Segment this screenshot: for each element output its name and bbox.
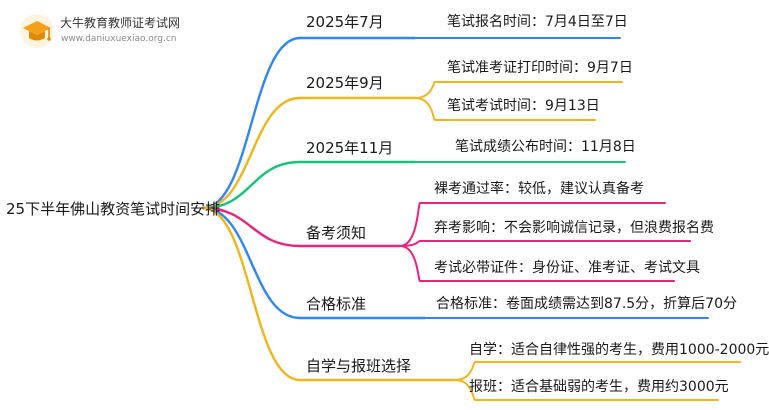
branch-label-2025-11: 2025年11月 [306, 139, 394, 157]
leaf-connector [454, 379, 719, 401]
graduation-cap-logo-icon [20, 14, 54, 48]
leaf-admission-print-time: 笔试准考证打印时间：9月7日 [447, 60, 633, 76]
branch-curve [201, 96, 302, 210]
leaf-absence-impact: 弃考影响：不会影响诚信记录，但浪费报名费 [434, 220, 714, 236]
branch-curve [201, 160, 302, 210]
branch-label-2025-09: 2025年9月 [306, 74, 384, 92]
watermark-site-url: www.daniuxuexiao.org.cn [61, 34, 177, 44]
mindmap-canvas: 大牛教育教师证考试网 www.daniuxuexiao.org.cn 25下半年… [6, 13, 769, 401]
root-topic: 25下半年佛山教资笔试时间安排 [6, 200, 221, 218]
branch-curve [201, 206, 302, 248]
leaf-pass-score: 合格标准：卷面成绩需达到87.5分，折算后70分 [436, 296, 737, 312]
leaf-pass-rate: 裸考通过率：较低，建议认真备考 [434, 181, 644, 197]
leaf-self-study: 自学：适合自律性强的考生，费用1000-2000元 [469, 342, 769, 358]
branch-label-pass-standard: 合格标准 [306, 295, 367, 313]
leaf-connector [399, 245, 675, 282]
branch-curve [201, 206, 302, 320]
leaf-connector [399, 202, 666, 247]
leaf-score-release-time: 笔试成绩公布时间：11月8日 [455, 139, 636, 155]
leaf-connector [414, 81, 623, 99]
watermark-site-name: 大牛教育教师证考试网 [60, 16, 181, 30]
branch-label-exam-tips: 备考须知 [306, 224, 367, 242]
branch-label-study-choice: 自学与报班选择 [306, 357, 412, 375]
leaf-training-class: 报班：适合基础弱的考生，费用约3000元 [469, 379, 729, 395]
leaf-required-documents: 考试必带证件：身份证、准考证、考试文具 [434, 260, 700, 276]
leaf-registration-time: 笔试报名时间：7月4日至7日 [447, 14, 628, 30]
mindmap-connectors [201, 36, 741, 401]
branch-curve [201, 206, 302, 382]
leaf-connector [399, 240, 691, 247]
leaf-exam-time: 笔试考试时间：9月13日 [447, 98, 600, 114]
leaf-connector [414, 97, 596, 121]
leaf-connector [454, 361, 741, 381]
branch-label-2025-07: 2025年7月 [306, 13, 384, 31]
branch-curve [201, 36, 302, 210]
